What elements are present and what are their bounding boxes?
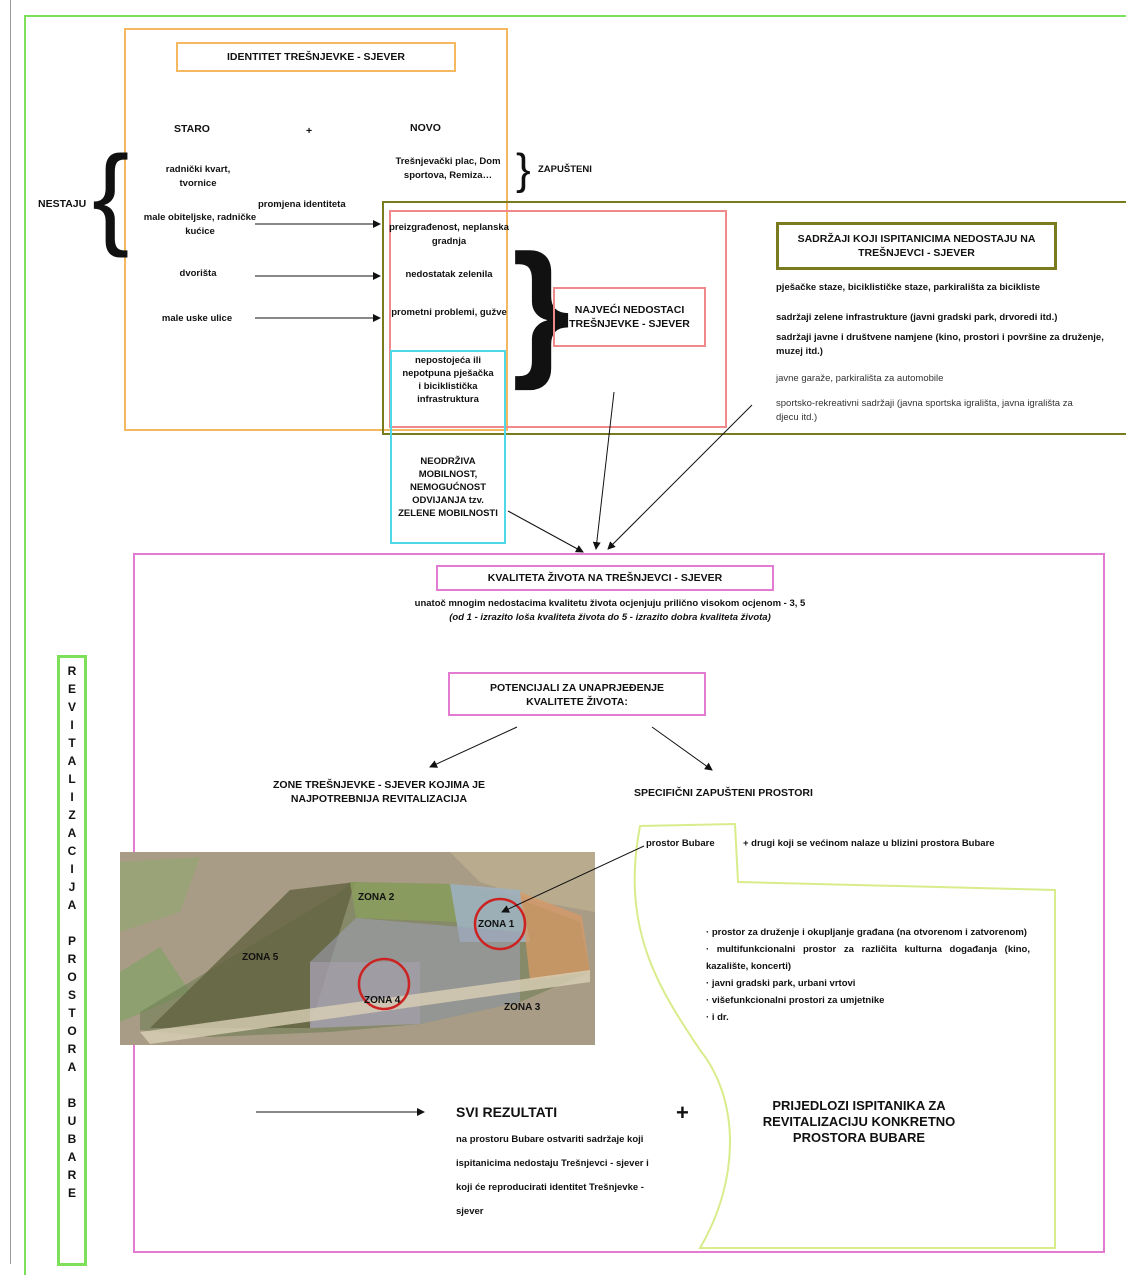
zone-3-label: ZONA 3: [504, 1002, 541, 1013]
vertical-letter: A: [67, 754, 77, 768]
sadrzaji-title: SADRŽAJI KOJI ISPITANICIMA NEDOSTAJU NA …: [776, 222, 1057, 270]
vertical-letter: B: [67, 1132, 77, 1146]
vertical-letter: A: [67, 1150, 77, 1164]
zapusteni-label: ZAPUŠTENI: [538, 164, 592, 175]
prijedlozi-title: PRIJEDLOZI ISPITANIKA ZA REVITALIZACIJU …: [762, 1098, 956, 1145]
nedostatak-3: prometni problemi, gužve: [391, 307, 507, 318]
vertical-letter: A: [67, 826, 77, 840]
promjena-label: promjena identiteta: [258, 199, 346, 210]
staro-label: STARO: [174, 123, 210, 135]
vertical-letter: R: [67, 664, 77, 678]
nedostatak-4: nepostojeća ili nepotpuna pješačka i bic…: [402, 355, 494, 405]
vertical-letter: A: [67, 1060, 77, 1074]
sadrzaj-item-2: sadržaji zelene infrastrukture (javni gr…: [776, 312, 1058, 323]
vertical-letter: S: [67, 988, 76, 1002]
zone-heading: ZONE TREŠNJEVKE - SJEVER KOJIMA JE NAJPO…: [273, 779, 485, 805]
vertical-letter: I: [70, 790, 74, 804]
nedostaci-frame: [389, 210, 727, 428]
suggestion-item: multifunkcionalni prostor za različita k…: [706, 941, 1030, 975]
zone-4-label: ZONA 4: [364, 995, 401, 1006]
bubare-suggestions: prostor za druženje i okupljanje građana…: [706, 924, 1030, 1026]
vertical-letter: U: [67, 1114, 77, 1128]
vertical-letter: O: [67, 970, 77, 984]
drugi-label: + drugi koji se većinom nalaze u blizini…: [743, 838, 995, 849]
staro-item-3: dvorišta: [179, 268, 217, 279]
mobilnost-text: NEODRŽIVA MOBILNOST, NEMOGUĆNOST ODVIJAN…: [398, 456, 498, 519]
identity-frame: [124, 28, 508, 431]
vertical-letter: T: [68, 1006, 76, 1020]
vertical-letter: O: [67, 1024, 77, 1038]
potencijali-title: POTENCIJALI ZA UNAPRJEĐENJE KVALITETE ŽI…: [448, 672, 706, 716]
vertical-letter: P: [67, 934, 76, 948]
kvaliteta-line2: (od 1 - izrazito loša kvaliteta života d…: [449, 612, 771, 623]
suggestion-item: višefunkcionalni prostori za umjetnike: [706, 992, 1030, 1009]
kvaliteta-line1: unatoč mnogim nedostacima kvalitetu živo…: [414, 598, 806, 609]
zone-5-label: ZONA 5: [242, 952, 279, 963]
vertical-letter: R: [67, 1168, 77, 1182]
mobilnost-frame: [390, 350, 506, 544]
identity-title: IDENTITET TREŠNJEVKE - SJEVER: [176, 42, 456, 72]
kvaliteta-title: KVALITETA ŽIVOTA NA TREŠNJEVCI - SJEVER: [436, 565, 774, 591]
sadrzaj-item-5: sportsko-rekreativni sadržaji (javna spo…: [776, 398, 1073, 423]
suggestion-item: javni gradski park, urbani vrtovi: [706, 975, 1030, 992]
arrow: [651, 726, 713, 771]
suggestion-item: i dr.: [706, 1009, 1030, 1026]
vertical-letter: B: [67, 1096, 77, 1110]
nedostatak-1: preizgrađenost, neplanska gradnja: [389, 222, 509, 247]
plus-sign-2: +: [676, 1100, 689, 1125]
vertical-letter: J: [68, 880, 76, 894]
vertical-letter: C: [67, 844, 77, 858]
staro-item-2: male obiteljske, radničke kućice: [143, 212, 257, 237]
novo-label: NOVO: [410, 122, 441, 134]
vertical-letter: R: [67, 1042, 77, 1056]
svi-rezultati-title: SVI REZULTATI: [456, 1104, 558, 1120]
zone-1-label: ZONA 1: [478, 919, 515, 930]
right-brace-small: }: [516, 145, 531, 194]
vertical-letter: E: [67, 1186, 76, 1200]
sadrzaj-item-3: sadržaji javne i društvene namjene (kino…: [776, 332, 1104, 357]
vertical-letter: I: [70, 862, 74, 876]
zones-map[interactable]: ZONA 2 ZONA 1 ZONA 5 ZONA 4 ZONA 3: [120, 852, 595, 1045]
left-rule: [10, 0, 11, 1264]
olive-frame: [382, 201, 1126, 435]
arrow: [592, 391, 615, 550]
left-brace: {: [92, 133, 130, 258]
zone-2-label: ZONA 2: [358, 892, 395, 903]
vertical-letter: Z: [68, 808, 76, 822]
vertical-letter: L: [68, 772, 76, 786]
big-brace: }: [512, 223, 571, 391]
sadrzaj-item-4: javne garaže, parkirališta za automobile: [776, 373, 944, 384]
vertical-letter: T: [68, 736, 76, 750]
specificni-heading: SPECIFIČNI ZAPUŠTENI PROSTORI: [634, 787, 813, 799]
revitalizacija-vertical: R E V I T A L I Z A C I J A P R O S T O …: [57, 655, 87, 1266]
bubare-label[interactable]: prostor Bubare: [646, 838, 715, 849]
vertical-letter: R: [67, 952, 77, 966]
nedostatak-2: nedostatak zelenila: [405, 269, 493, 280]
staro-item-1: radnički kvart, tvornice: [165, 164, 231, 189]
vertical-letter: V: [67, 700, 76, 714]
arrow: [501, 845, 645, 913]
svi-rezultati-text: na prostoru Bubare ostvariti sadržaje ko…: [456, 1134, 649, 1217]
nestaju-label: NESTAJU: [38, 198, 87, 210]
suggestion-item: prostor za druženje i okupljanje građana…: [706, 924, 1030, 941]
novo-places: Trešnjevački plac, Dom sportova, Remiza…: [395, 156, 501, 181]
sadrzaj-item-1: pješačke staze, biciklističke staze, par…: [776, 282, 1041, 293]
arrow: [507, 510, 584, 553]
nedostaci-title: NAJVEĆI NEDOSTACI TREŠNJEVKE - SJEVER: [553, 287, 706, 347]
map-graphic: [120, 852, 595, 1045]
arrow: [429, 726, 518, 768]
vertical-letter: A: [67, 898, 77, 912]
outer-frame: [24, 15, 1126, 1275]
vertical-letter: E: [67, 682, 76, 696]
plus-sign: +: [306, 125, 313, 137]
vertical-letter: I: [70, 718, 74, 732]
staro-item-4: male uske ulice: [161, 313, 233, 324]
arrow: [607, 404, 753, 550]
